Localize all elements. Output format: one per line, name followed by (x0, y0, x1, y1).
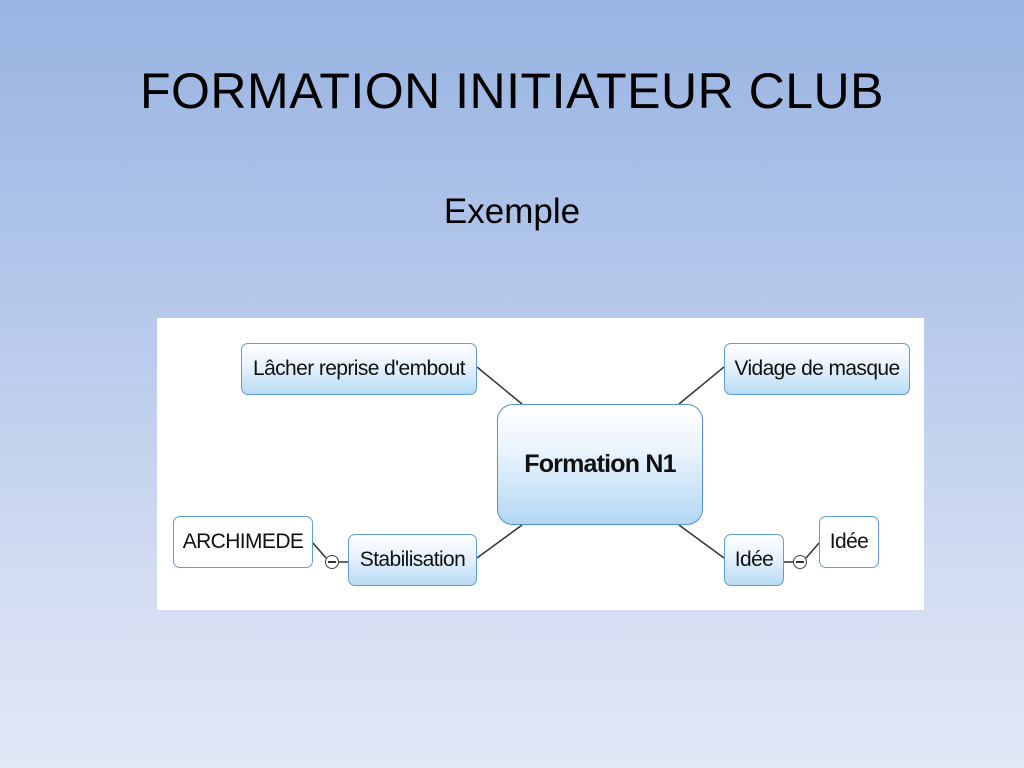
topic-label: Vidage de masque (734, 357, 900, 380)
connector-top-right (678, 366, 725, 405)
connector-leaf-right-b (805, 542, 820, 559)
leaf-label: Idée (829, 530, 869, 553)
slide-title: FORMATION INITIATEUR CLUB (140, 63, 884, 119)
connector-lines (312, 366, 820, 563)
central-topic[interactable]: Formation N1 (497, 404, 703, 525)
leaf-archimede[interactable]: ARCHIMEDE (173, 516, 313, 568)
topic-lacher-reprise[interactable]: Lâcher reprise d'embout (241, 343, 477, 395)
mindmap-diagram: Lâcher reprise d'embout Vidage de masque… (157, 318, 924, 610)
leaf-idee[interactable]: Idée (819, 516, 879, 568)
connector-leaf-left-a (312, 542, 327, 559)
topic-idee[interactable]: Idée (724, 534, 784, 586)
topic-label: Lâcher reprise d'embout (252, 357, 466, 380)
connector-bottom-left (476, 524, 523, 559)
connector-top-left (476, 366, 523, 405)
topic-stabilisation[interactable]: Stabilisation (348, 534, 477, 586)
topic-label: Stabilisation (359, 548, 466, 571)
collapse-icon[interactable] (793, 555, 807, 569)
leaf-label: ARCHIMEDE (182, 530, 304, 553)
central-topic-label: Formation N1 (524, 450, 676, 478)
slide-subtitle: Exemple (443, 192, 581, 231)
collapse-icon[interactable] (325, 555, 339, 569)
connector-bottom-right (678, 524, 725, 559)
topic-vidage-masque[interactable]: Vidage de masque (724, 343, 910, 395)
topic-label: Idée (734, 548, 774, 571)
